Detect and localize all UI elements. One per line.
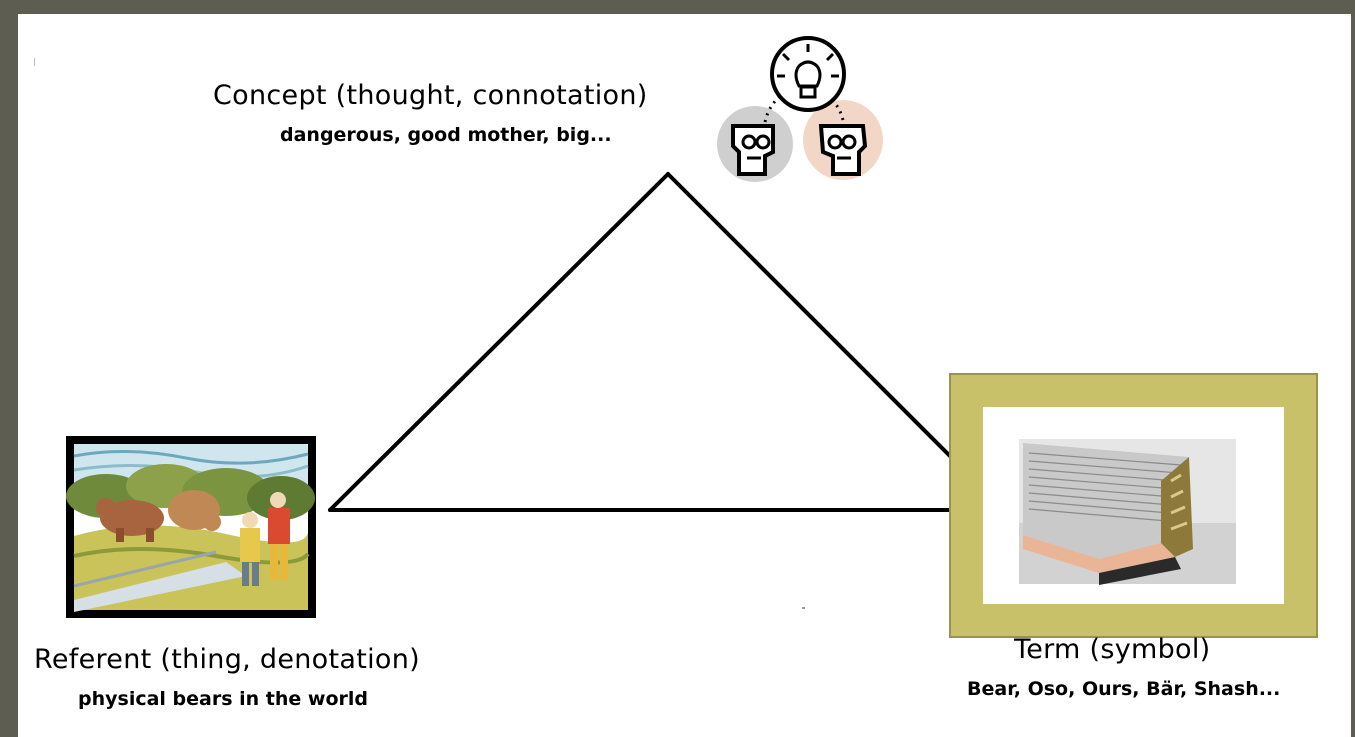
dictionary-book-picture — [949, 373, 1318, 638]
thinking-people-lightbulb-icon — [717, 36, 883, 182]
bears-and-hunters-picture — [66, 436, 316, 618]
stray-dot — [802, 607, 805, 609]
semiotic-triangle — [328, 172, 1006, 512]
term-subtitle: Bear, Oso, Ours, Bär, Shash... — [967, 678, 1281, 700]
concept-subtitle: dangerous, good mother, big... — [280, 124, 612, 146]
referent-subtitle: physical bears in the world — [78, 688, 369, 710]
concept-title: Concept (thought, connotation) — [213, 80, 648, 111]
corner-mark: ) — [38, 14, 46, 36]
diagram-canvas: ) Concept (thought, connotation) dangero… — [18, 14, 1351, 737]
edge-concept-term — [666, 172, 1006, 512]
stray-mark — [34, 58, 35, 66]
referent-title: Referent (thing, denotation) — [34, 644, 420, 675]
term-title: Term (symbol) — [1014, 634, 1211, 665]
edge-concept-referent — [328, 172, 670, 512]
